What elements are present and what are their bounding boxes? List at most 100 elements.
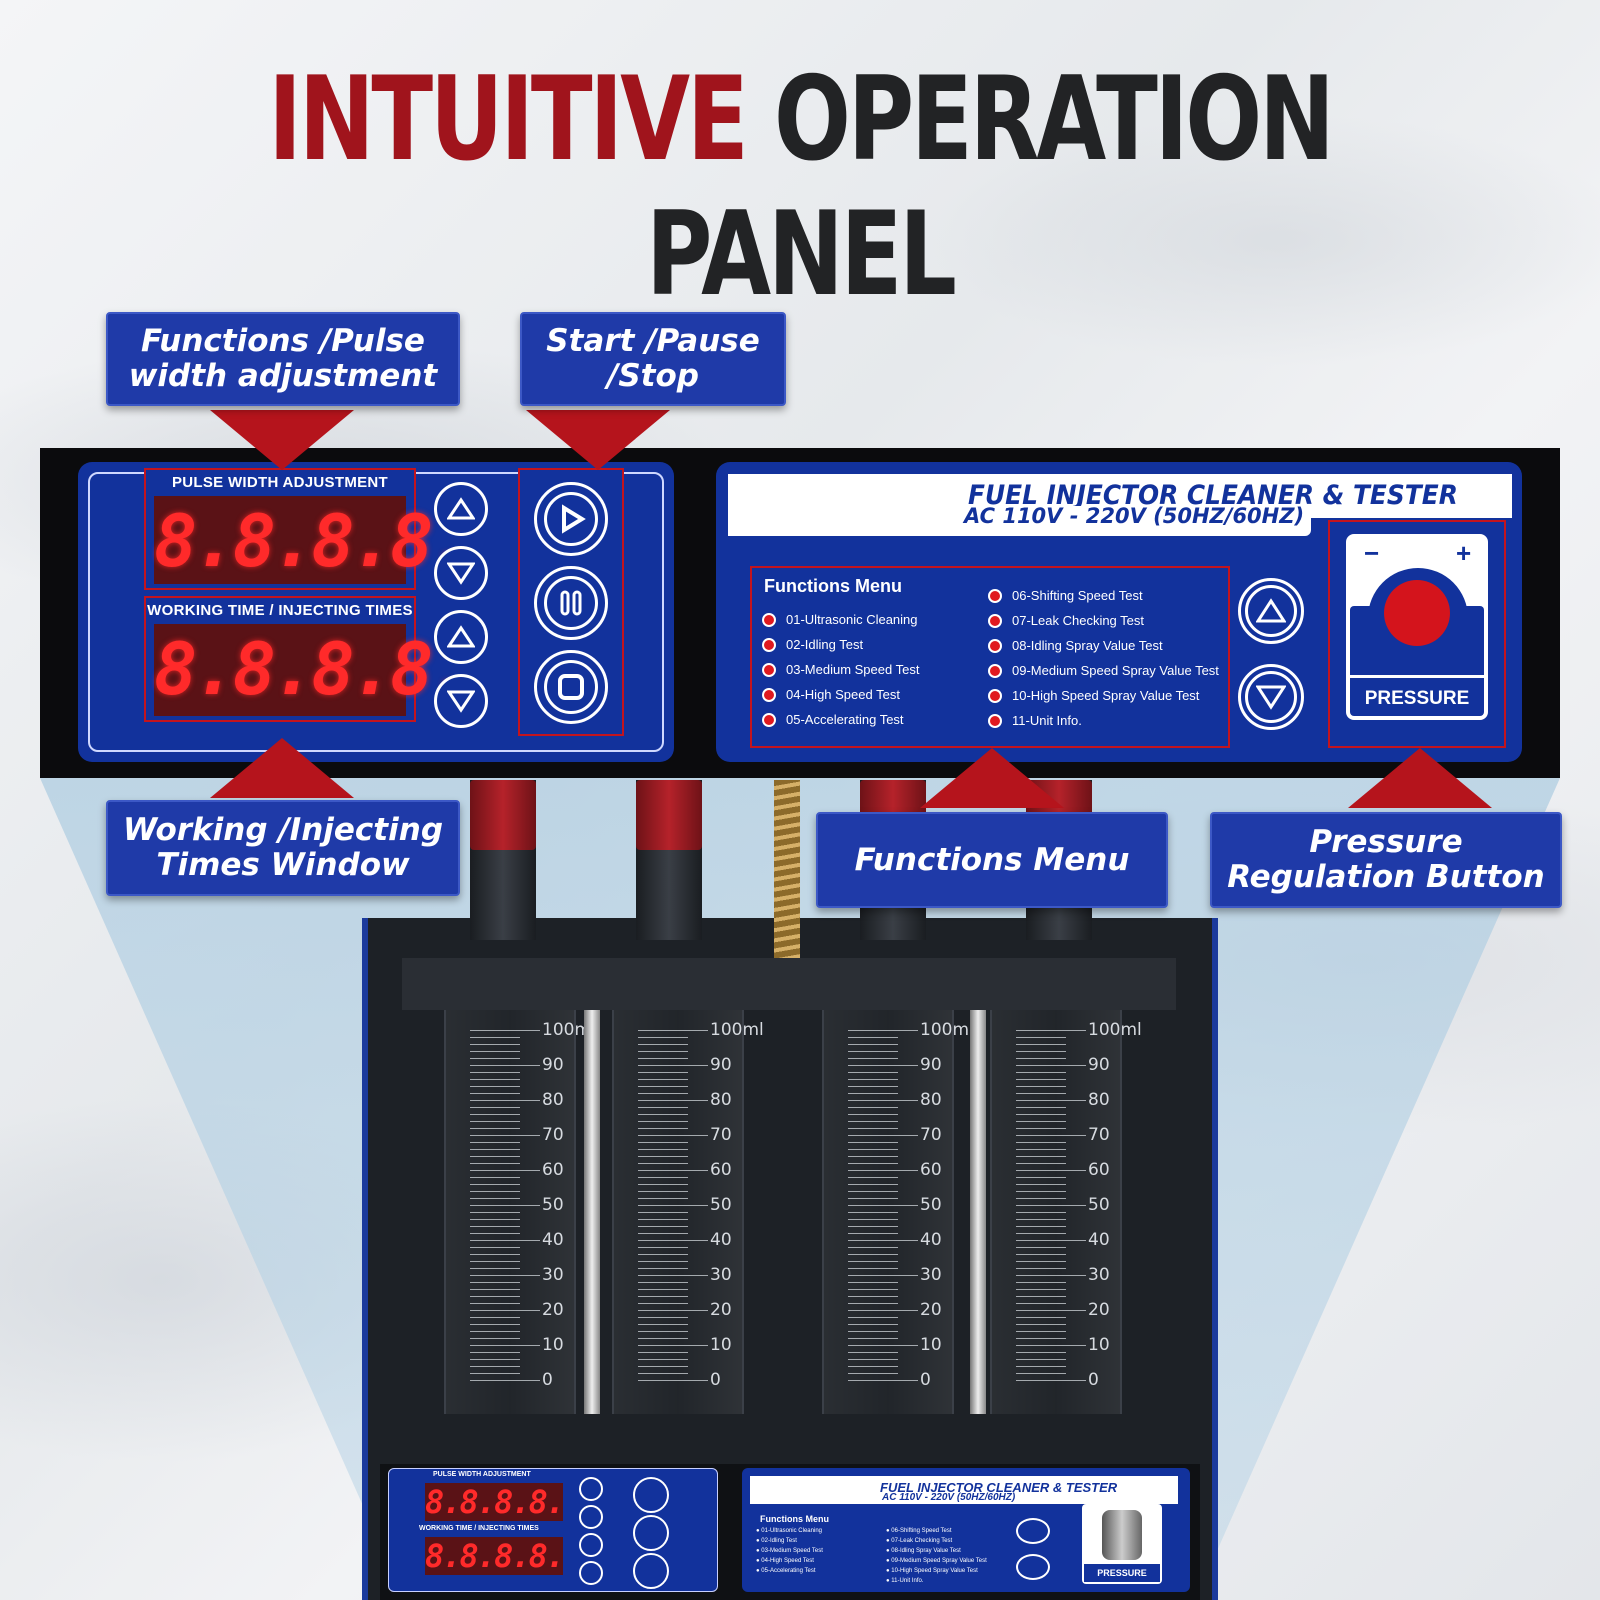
mini-up-button[interactable] <box>579 1477 603 1501</box>
menu-down-button[interactable] <box>1238 664 1304 730</box>
graduation-line <box>638 1359 688 1360</box>
start-button[interactable] <box>534 482 608 556</box>
graduation-line <box>638 1114 688 1115</box>
graduation-line <box>638 1275 708 1276</box>
graduation-line <box>638 1366 688 1367</box>
mini-control-panel: PULSE WIDTH ADJUSTMENT 8.8.8.8. WORKING … <box>388 1468 718 1592</box>
menu-indicator-dot <box>988 638 1002 653</box>
menu-item-label: 02-Idling Test <box>786 637 864 652</box>
graduation-line <box>848 1359 898 1360</box>
graduation-line <box>848 1310 918 1311</box>
graduation-line <box>470 1240 540 1241</box>
mini-menu-up-button[interactable] <box>1016 1518 1050 1544</box>
graduation-line <box>848 1282 898 1283</box>
graduation-line <box>1016 1163 1066 1164</box>
mini-menu-down-button[interactable] <box>1016 1554 1050 1580</box>
mini-down-button[interactable] <box>579 1561 603 1585</box>
graduation-line <box>848 1149 898 1150</box>
control-panel-right: FUEL INJECTOR CLEANER & TESTER AC 110V -… <box>716 462 1522 762</box>
graduation-line <box>848 1366 898 1367</box>
pressure-label: PRESSURE <box>1364 688 1470 709</box>
graduation-line <box>1016 1338 1066 1339</box>
menu-up-button[interactable] <box>1238 578 1304 644</box>
pulse-width-display: 8.8.8.8. <box>154 496 473 584</box>
graduation-line <box>1016 1226 1066 1227</box>
graduation-line <box>848 1184 898 1185</box>
graduation-line <box>470 1184 520 1185</box>
pulse-up-button[interactable] <box>434 482 488 536</box>
mini-start-button[interactable] <box>633 1477 669 1513</box>
pressure-button[interactable]: − + PRESSURE <box>1346 534 1488 720</box>
graduation-line <box>638 1261 688 1262</box>
menu-item: 02-Idling Test <box>762 637 863 652</box>
graduation-line <box>638 1030 708 1031</box>
cylinder-tick-label: 20 <box>710 1300 732 1320</box>
graduation-line <box>848 1275 918 1276</box>
working-down-button[interactable] <box>434 674 488 728</box>
graduation-line <box>848 1303 898 1304</box>
working-up-button[interactable] <box>434 610 488 664</box>
graduation-line <box>638 1051 688 1052</box>
graduation-line <box>848 1058 898 1059</box>
pressure-knob-icon[interactable] <box>1384 580 1450 646</box>
graduation-line <box>638 1037 688 1038</box>
cylinder-tick-label: 90 <box>542 1055 564 1075</box>
graduation-line <box>470 1191 520 1192</box>
menu-indicator-dot <box>988 713 1002 728</box>
mini-pulse-display: 8.8.8.8. <box>425 1483 565 1521</box>
control-panel-left: PULSE WIDTH ADJUSTMENT 8.8.8.8. WORKING … <box>78 462 674 762</box>
mini-up-button[interactable] <box>579 1533 603 1557</box>
graduation-line <box>1016 1233 1066 1234</box>
mini-pause-button[interactable] <box>633 1515 669 1551</box>
triangle-down-icon <box>447 690 475 713</box>
cylinder-tick-label: 10 <box>920 1335 942 1355</box>
graduation-line <box>470 1380 540 1381</box>
menu-item-label: 05-Accelerating Test <box>786 712 904 727</box>
mini-stop-button[interactable] <box>633 1553 669 1589</box>
graduation-line <box>1016 1331 1066 1332</box>
graduation-line <box>470 1065 540 1066</box>
graduation-line <box>1016 1184 1066 1185</box>
pressure-knob[interactable] <box>1102 1510 1142 1560</box>
cylinder-tick-label: 50 <box>542 1195 564 1215</box>
threaded-rod <box>774 780 800 966</box>
graduation-line <box>1016 1065 1086 1066</box>
menu-indicator-dot <box>762 712 776 727</box>
callout-line: Functions Menu <box>854 841 1130 878</box>
mini-down-button[interactable] <box>579 1505 603 1529</box>
pulse-down-button[interactable] <box>434 546 488 600</box>
mini-menu-item: ● 01-Ultrasonic Cleaning <box>756 1528 822 1534</box>
mini-working-label: WORKING TIME / INJECTING TIMES <box>419 1525 539 1532</box>
graduation-line <box>470 1303 520 1304</box>
graduation-line <box>638 1282 688 1283</box>
cylinder-tick-label: 80 <box>710 1090 732 1110</box>
graduation-line <box>848 1030 918 1031</box>
graduation-line <box>638 1135 708 1136</box>
graduation-line <box>470 1345 540 1346</box>
menu-item: 10-High Speed Spray Value Test <box>988 688 1199 703</box>
menu-item-label: 11-Unit Info. <box>1012 713 1082 728</box>
mini-menu-item: ● 03-Medium Speed Test <box>756 1548 823 1554</box>
cylinder-tick-label: 50 <box>920 1195 942 1215</box>
graduation-line <box>638 1338 688 1339</box>
minus-icon: − <box>1364 538 1380 568</box>
mini-menu-item: ● 04-High Speed Test <box>756 1558 814 1564</box>
graduation-line <box>1016 1247 1066 1248</box>
menu-item: 07-Leak Checking Test <box>988 613 1144 628</box>
graduation-line <box>470 1212 520 1213</box>
cylinder-tick-label: 50 <box>710 1195 732 1215</box>
stop-button[interactable] <box>534 650 608 724</box>
pause-button[interactable] <box>534 566 608 640</box>
graduation-line <box>470 1170 540 1171</box>
pressure-divider <box>1350 675 1484 678</box>
title-rest: OPERATION PANEL <box>646 52 1335 322</box>
cylinder-tick-label: 60 <box>920 1160 942 1180</box>
menu-item: 08-Idling Spray Value Test <box>988 638 1163 653</box>
mini-working-display: 8.8.8.8. <box>425 1537 565 1575</box>
graduation-line <box>638 1324 688 1325</box>
graduation-line <box>1016 1282 1066 1283</box>
graduation-line <box>848 1268 898 1269</box>
callout-working-injecting: Working /Injecting Times Window <box>106 800 460 896</box>
